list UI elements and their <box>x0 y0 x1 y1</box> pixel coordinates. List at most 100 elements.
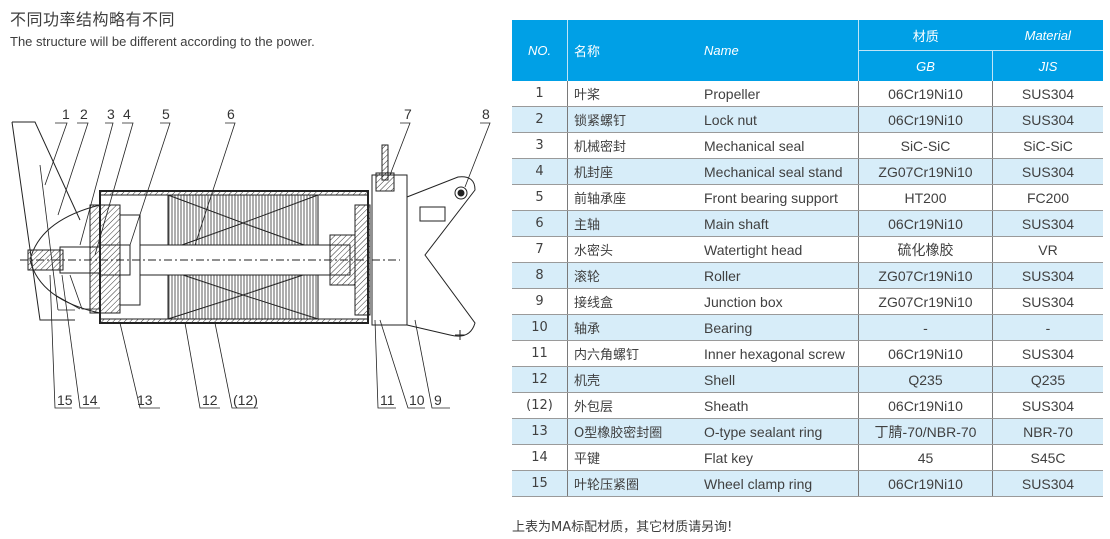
cell-material-gb: 06Cr19Ni10 <box>858 470 993 497</box>
cell-material-jis: SUS304 <box>992 158 1103 185</box>
cell-material-jis: SUS304 <box>992 106 1103 133</box>
section-title-en: The structure will be different accordin… <box>10 34 315 49</box>
cell-material-jis: FC200 <box>992 184 1103 211</box>
callout-label: 8 <box>482 106 490 122</box>
cell-name-en: Shell <box>698 366 859 393</box>
cell-name-cn: 机械密封 <box>567 132 698 159</box>
cell-material-jis: SUS304 <box>992 288 1103 315</box>
cell-material-gb: 06Cr19Ni10 <box>858 392 993 419</box>
cell-no: 8 <box>512 262 568 289</box>
cell-name-cn: 滚轮 <box>567 262 698 289</box>
cell-material-jis: SiC-SiC <box>992 132 1103 159</box>
cell-material-gb: - <box>858 314 993 341</box>
cell-name-cn: 水密头 <box>567 236 698 263</box>
cell-name-en: Lock nut <box>698 106 859 133</box>
callout-label: 10 <box>409 392 425 408</box>
cell-material-jis: SUS304 <box>992 470 1103 497</box>
cell-material-jis: SUS304 <box>992 392 1103 419</box>
cell-no: 14 <box>512 444 568 471</box>
cell-material-jis: SUS304 <box>992 210 1103 237</box>
cell-name-cn: 轴承 <box>567 314 698 341</box>
cell-name-en: Wheel clamp ring <box>698 470 859 497</box>
callout-label: 12 <box>202 392 218 408</box>
cell-name-cn: 主轴 <box>567 210 698 237</box>
cell-material-gb: 06Cr19Ni10 <box>858 340 993 367</box>
cell-material-gb: ZG07Cr19Ni10 <box>858 262 993 289</box>
cell-name-en: Mechanical seal <box>698 132 859 159</box>
cell-no: 3 <box>512 132 568 159</box>
callout-label: 9 <box>434 392 442 408</box>
cell-no: 9 <box>512 288 568 315</box>
header-no: NO. <box>512 20 568 81</box>
cell-material-gb: ZG07Cr19Ni10 <box>858 288 993 315</box>
cell-name-en: Bearing <box>698 314 859 341</box>
cell-no: 6 <box>512 210 568 237</box>
mixer-cross-section-diagram: 1 2 3 4 5 6 7 8 15 14 13 12 (12) 11 10 9 <box>0 95 500 425</box>
cell-material-jis: VR <box>992 236 1103 263</box>
callout-label: 7 <box>404 106 412 122</box>
cell-no: 12 <box>512 366 568 393</box>
callout-label: 2 <box>80 106 88 122</box>
cell-name-en: Front bearing support <box>698 184 859 211</box>
callout-label: 11 <box>380 392 395 408</box>
section-title-cn: 不同功率结构略有不同 <box>10 10 176 29</box>
callout-label: (12) <box>233 392 258 408</box>
callout-label: 13 <box>137 392 153 408</box>
cell-name-en: Watertight head <box>698 236 859 263</box>
cell-name-cn: 机封座 <box>567 158 698 185</box>
cell-material-gb: Q235 <box>858 366 993 393</box>
cell-name-cn: 前轴承座 <box>567 184 698 211</box>
cell-name-cn: 叶桨 <box>567 81 698 107</box>
callout-label: 5 <box>162 106 170 122</box>
cell-no: 15 <box>512 470 568 497</box>
header-jis: JIS <box>992 50 1103 81</box>
cell-material-gb: 06Cr19Ni10 <box>858 106 993 133</box>
cell-no: 13 <box>512 418 568 445</box>
cell-name-en: Sheath <box>698 392 859 419</box>
cell-no: 11 <box>512 340 568 367</box>
cell-name-en: Junction box <box>698 288 859 315</box>
cell-name-en: Main shaft <box>698 210 859 237</box>
cell-material-gb: 06Cr19Ni10 <box>858 210 993 237</box>
cell-material-gb: 45 <box>858 444 993 471</box>
mounting-bracket <box>406 176 476 337</box>
callout-label: 3 <box>107 106 115 122</box>
cell-name-cn: 接线盒 <box>567 288 698 315</box>
cell-name-cn: 外包层 <box>567 392 698 419</box>
cell-material-jis: - <box>992 314 1103 341</box>
cell-material-jis: SUS304 <box>992 340 1103 367</box>
callout-label: 4 <box>123 106 131 122</box>
cell-name-en: Inner hexagonal screw <box>698 340 859 367</box>
cell-material-gb: 06Cr19Ni10 <box>858 81 993 107</box>
header-material-cn: 材质 <box>858 20 993 51</box>
cell-name-en: Propeller <box>698 81 859 107</box>
cell-no: 10 <box>512 314 568 341</box>
cell-name-en: O-type sealant ring <box>698 418 859 445</box>
propeller-blade <box>11 121 81 321</box>
cell-material-jis: SUS304 <box>992 262 1103 289</box>
cell-name-cn: O型橡胶密封圈 <box>567 418 698 445</box>
cell-no: 2 <box>512 106 568 133</box>
cell-name-cn: 内六角螺钉 <box>567 340 698 367</box>
cell-name-en: Mechanical seal stand <box>698 158 859 185</box>
cell-name-cn: 机壳 <box>567 366 698 393</box>
cell-no: 5 <box>512 184 568 211</box>
cell-material-jis: NBR-70 <box>992 418 1103 445</box>
header-name-cn: 名称 <box>567 20 698 81</box>
header-name-en: Name <box>698 20 859 81</box>
header-gb: GB <box>858 50 993 81</box>
